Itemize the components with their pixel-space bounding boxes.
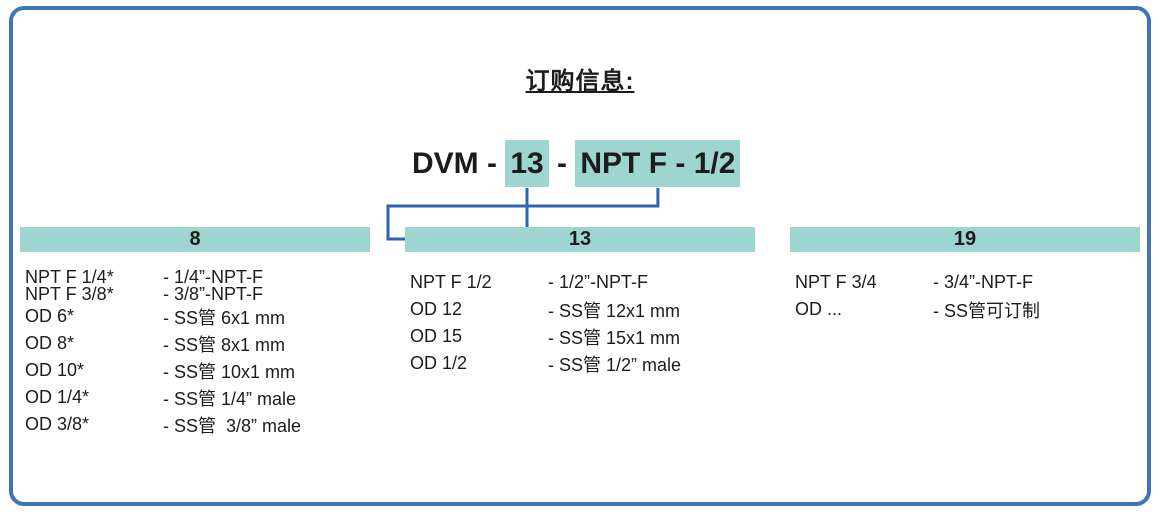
model-segment-highlight: 13 bbox=[505, 140, 549, 187]
column-header-19: 19 bbox=[790, 227, 1140, 252]
model-segment-highlight: NPT F - 1/2 bbox=[575, 140, 741, 187]
page-title: 订购信息: bbox=[525, 68, 635, 95]
option-code: OD 8* bbox=[25, 333, 75, 353]
model-segment: - bbox=[548, 146, 576, 180]
list-item: OD 8* - SS管 8x1 mm bbox=[25, 330, 370, 357]
option-description: - SS管 6x1 mm bbox=[163, 307, 286, 328]
option-code: OD 3/8* bbox=[25, 414, 90, 434]
option-description: - SS管 3/8” male bbox=[163, 415, 302, 436]
list-item: NPT F 1/4* - 1/4”-NPT-F bbox=[25, 267, 370, 287]
list-item: OD 15 - SS管 15x1 mm bbox=[410, 323, 755, 350]
option-column-19: 19 NPT F 3/4 - 3/4”-NPT-F OD ... - SS管可订制 bbox=[790, 227, 1140, 323]
list-item: NPT F 1/2 - 1/2”-NPT-F bbox=[410, 269, 755, 296]
option-column-8: 8 NPT F 1/4* - 1/4”-NPT-F NPT F 3/8* - 3/8”… bbox=[20, 227, 370, 438]
option-description: - 3/8”-NPT-F bbox=[163, 284, 264, 304]
list-item: OD ... - SS管可订制 bbox=[795, 296, 1140, 323]
list-item: OD 12 - SS管 12x1 mm bbox=[410, 296, 755, 323]
list-item: NPT F 3/8* - 3/8”-NPT-F bbox=[25, 284, 370, 304]
option-description: - SS管 12x1 mm bbox=[548, 300, 681, 321]
model-segment: DVM - bbox=[412, 146, 506, 180]
list-item: NPT F 3/4 - 3/4”-NPT-F bbox=[795, 269, 1140, 296]
option-code: OD 1/4* bbox=[25, 387, 90, 407]
option-code: OD 10* bbox=[25, 360, 85, 380]
option-code: OD 1/2 bbox=[410, 353, 468, 373]
column-rows-8: NPT F 1/4* - 1/4”-NPT-F NPT F 3/8* - 3/8”-N… bbox=[20, 267, 370, 438]
option-code: OD 6* bbox=[25, 306, 75, 326]
option-description: - 1/4”-NPT-F bbox=[163, 267, 264, 287]
option-description: - SS管 1/2” male bbox=[548, 354, 682, 375]
model-code: DVM - 13 - NPT F - 1/2 bbox=[412, 140, 741, 187]
option-code: OD 15 bbox=[410, 326, 463, 346]
option-description: - 1/2”-NPT-F bbox=[548, 272, 649, 292]
option-description: - 3/4”-NPT-F bbox=[933, 272, 1034, 292]
option-description: - SS管 15x1 mm bbox=[548, 327, 681, 348]
column-rows-19: NPT F 3/4 - 3/4”-NPT-F OD ... - SS管可订制 bbox=[790, 269, 1140, 323]
list-item: OD 10* - SS管 10x1 mm bbox=[25, 357, 370, 384]
option-code: NPT F 1/2 bbox=[410, 272, 492, 292]
option-code: NPT F 3/4 bbox=[795, 272, 877, 292]
option-description: - SS管可订制 bbox=[933, 300, 1041, 321]
option-code: OD 12 bbox=[410, 299, 463, 319]
column-header-13: 13 bbox=[405, 227, 755, 252]
option-description: - SS管 8x1 mm bbox=[163, 334, 286, 355]
list-item: OD 6* - SS管 6x1 mm bbox=[25, 303, 370, 330]
column-header-8: 8 bbox=[20, 227, 370, 252]
option-description: - SS管 1/4” male bbox=[163, 388, 297, 409]
list-item: OD 3/8* - SS管 3/8” male bbox=[25, 411, 370, 438]
option-code: NPT F 3/8* bbox=[25, 284, 114, 304]
option-column-13: 13 NPT F 1/2 - 1/2”-NPT-F OD 12 - SS管 12x1 … bbox=[405, 227, 755, 377]
option-code: NPT F 1/4* bbox=[25, 267, 114, 287]
list-item: OD 1/2 - SS管 1/2” male bbox=[410, 350, 755, 377]
list-item: OD 1/4* - SS管 1/4” male bbox=[25, 384, 370, 411]
option-code: OD ... bbox=[795, 299, 843, 319]
panel-border bbox=[9, 6, 1151, 506]
option-description: - SS管 10x1 mm bbox=[163, 361, 296, 382]
